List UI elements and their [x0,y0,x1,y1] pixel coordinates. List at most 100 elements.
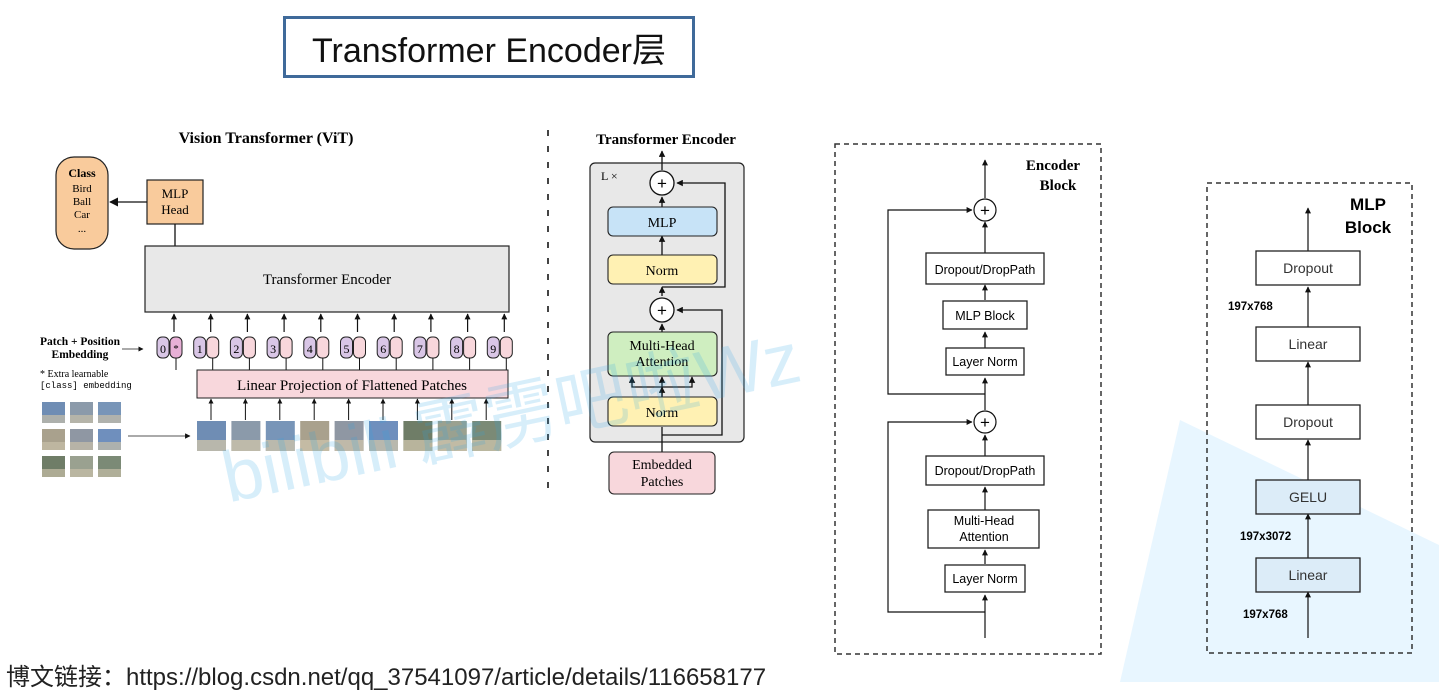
class-item: Bird [72,183,92,195]
mlp-layer-label: Dropout [1283,260,1333,276]
position-token [450,336,464,359]
position-token [340,336,353,359]
block-residual-loop [887,207,985,395]
position-token-label: 9 [490,342,496,356]
embedding-label: Patch + Position [40,336,121,348]
encoder-attention-label: Multi-Head [629,339,694,354]
mlp-dim-label: 197x3072 [1240,531,1291,543]
extra-note: [class] embedding [40,381,132,391]
repeat-label: L × [601,169,618,183]
encoder-norm-label: Norm [646,406,679,421]
flattened-patch-ground [300,440,330,451]
block-norm-label: Layer Norm [952,572,1017,586]
embedding-label: Embedding [52,349,109,361]
encoder-title: Transformer Encoder [596,132,736,148]
class-item: Ball [73,196,91,208]
block-attention-box [927,509,1040,549]
encoder-mlp-label: MLP [648,216,677,231]
mlp-block-title: MLP [1350,195,1386,214]
mlp-layer-label: Linear [1289,336,1328,352]
attention-input-arrow [628,376,662,388]
source-image-ground [42,469,65,477]
mlp-block-diagram: MLP Block Dropout Linear Dropout GELU Li… [1206,182,1413,654]
patch-token [499,336,513,359]
add-circle [649,297,675,323]
block-dropout-box [925,455,1045,486]
block-add-circle [973,410,997,434]
position-token-label: 1 [197,342,203,356]
class-item: Car [74,209,90,221]
footer-caption: 博文链接：https://blog.csdn.net/qq_37541097/a… [6,664,767,691]
mlp-head-label: Head [161,202,189,217]
encoder-diagram: Transformer Encoder L × + + MLP Norm Mul… [589,132,745,495]
position-token-label: 5 [344,342,350,356]
patch-token [242,336,256,359]
add-symbol: + [657,174,667,193]
add-circle [649,170,675,196]
flattened-patch-ground [472,440,502,451]
flattened-patch-ground [369,440,398,451]
source-image-ground [70,415,93,423]
flattened-patch-ground [437,440,467,451]
embedded-patches-label: Patches [641,475,684,490]
mlp-dropout-box [1255,404,1361,440]
encoder-block-title: Encoder [1026,158,1081,174]
flattened-patch-ground [265,440,295,451]
flattened-patch-ground [197,440,226,451]
mlp-linear-box [1255,557,1361,593]
add-symbol: + [657,301,667,320]
patch-token [206,336,220,359]
position-token-label: 7 [417,342,423,356]
position-token [486,336,500,359]
block-dropout-label: Dropout/DropPath [935,464,1036,478]
block-add-circle [973,198,997,222]
vit-diagram: Vision Transformer (ViT) Class Bird Ball… [40,130,513,477]
block-residual-loop [887,419,985,613]
position-token-label: 3 [270,342,276,356]
position-token-label: 8 [454,342,460,356]
encoder-block-title: Block [1040,178,1077,194]
patch-token [353,336,366,359]
vit-encoder-label: Transformer Encoder [263,272,391,288]
block-add-symbol: + [980,413,990,432]
mlp-gelu-box [1255,479,1361,515]
patch-token [463,336,477,359]
source-image-ground [98,442,121,450]
mlp-layer-label: Dropout [1283,414,1333,430]
source-image-ground [70,469,93,477]
vit-title: Vision Transformer (ViT) [179,130,354,147]
block-mlp-label: MLP Block [955,309,1015,323]
embedded-patches-box [608,451,716,495]
linear-projection-box [196,369,509,399]
encoder-block-diagram: Encoder Block + + Dropout/DropPath MLP B… [834,143,1102,655]
block-attention-label: Multi-Head [954,514,1014,528]
position-token-label: 2 [233,342,239,356]
mlp-layer-label: GELU [1289,489,1327,505]
encoder-norm-box [607,254,718,285]
embedded-patches-label: Embedded [632,458,692,473]
patch-token [389,336,403,359]
patch-token [279,336,293,359]
source-image-ground [98,469,121,477]
encoder-attention-label: Attention [636,355,689,370]
extra-note: * Extra learnable [40,369,109,380]
encoder-mlp-box [607,206,718,237]
residual-loop [662,306,723,436]
encoder-block-frame [834,143,1102,655]
mlp-dim-label: 197x768 [1228,301,1273,313]
class-item: ... [78,223,87,235]
class-heading: Class [68,166,96,180]
position-token [266,336,280,359]
flattened-patch-ground [403,440,433,451]
block-dropout-box [925,252,1045,285]
mlp-head-label: MLP [162,186,189,201]
block-dropout-label: Dropout/DropPath [935,263,1036,277]
position-token [193,336,207,359]
position-token [376,336,390,359]
position-token-label: 0 [160,342,166,356]
patch-token [426,336,440,359]
mlp-block-title: Block [1345,218,1392,237]
flattened-patch-ground [231,440,261,451]
patch-token [316,336,330,359]
